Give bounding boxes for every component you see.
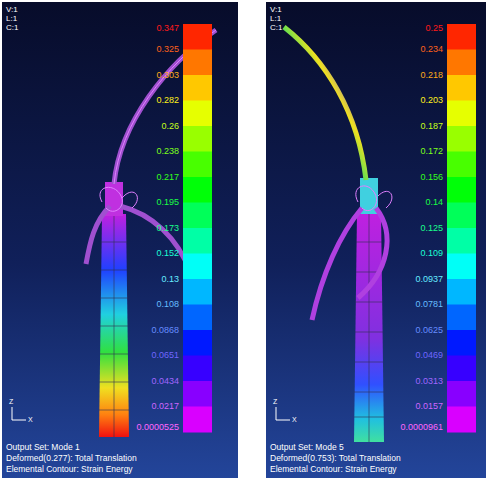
color-band — [183, 305, 212, 331]
scale-value: 0.0000961 — [400, 423, 443, 432]
scale-value: 0.0868 — [151, 326, 179, 335]
scale-value: 0.0157 — [415, 402, 443, 411]
color-band — [447, 356, 476, 382]
color-band — [447, 279, 476, 305]
color-band — [447, 75, 476, 101]
scale-value: 0.108 — [156, 300, 179, 309]
color-band — [447, 101, 476, 127]
output-info: Elemental Contour: Strain Energy — [6, 465, 133, 474]
color-band — [183, 126, 212, 152]
blades — [86, 30, 216, 272]
scale-value: 0.109 — [420, 249, 443, 258]
color-band — [183, 330, 212, 356]
scale-value: 0.0625 — [415, 326, 443, 335]
color-band — [447, 203, 476, 229]
scale-value: 0.173 — [156, 224, 179, 233]
scale-value: 0.152 — [156, 249, 179, 258]
scale-value: 0.303 — [156, 71, 179, 80]
axis-label: X — [28, 416, 33, 423]
color-band — [447, 50, 476, 76]
color-band — [447, 228, 476, 254]
output-info: Output Set: Mode 5 — [270, 443, 344, 452]
tower-mesh — [354, 212, 384, 442]
scale-value: 0.172 — [420, 147, 443, 156]
color-band — [183, 24, 212, 50]
view-info: C:1 — [6, 24, 18, 32]
color-band — [447, 407, 476, 433]
mode-shape-plot — [2, 2, 238, 478]
axis-triad — [12, 407, 26, 420]
color-band — [183, 50, 212, 76]
output-info: Output Set: Mode 1 — [6, 443, 80, 452]
scale-value: 0.195 — [156, 198, 179, 207]
view-info: V:1 — [6, 6, 18, 14]
scale-value: 0.26 — [161, 122, 179, 131]
tower-mesh — [99, 214, 129, 437]
color-band — [183, 381, 212, 407]
color-band — [183, 75, 212, 101]
color-band — [183, 152, 212, 178]
color-band — [447, 305, 476, 331]
scale-value: 0.347 — [156, 24, 179, 33]
color-band — [447, 330, 476, 356]
axis-label: Z — [9, 398, 13, 405]
result-panel: V:1L:1C:1 0.347 0.325 0.303 0.282 0.26 0.238 0.… — [2, 2, 238, 478]
output-info: Deformed(0.277): Total Translation — [6, 454, 137, 463]
tower — [99, 214, 129, 437]
axis-triad — [276, 407, 290, 420]
axis-label: Z — [273, 398, 277, 405]
scale-value: 0.187 — [420, 122, 443, 131]
view-info: L:1 — [270, 15, 281, 23]
scale-value: 0.0937 — [415, 275, 443, 284]
output-info: Elemental Contour: Strain Energy — [270, 465, 397, 474]
scale-value: 0.156 — [420, 173, 443, 182]
scale-value: 0.0217 — [151, 402, 179, 411]
color-band — [183, 356, 212, 382]
scale-value: 0.0781 — [415, 300, 443, 309]
view-info: L:1 — [6, 15, 17, 23]
axis-label: X — [292, 416, 297, 423]
color-band — [447, 152, 476, 178]
scale-value: 0.0313 — [415, 377, 443, 386]
color-band — [183, 407, 212, 433]
color-band — [447, 24, 476, 50]
color-band — [183, 228, 212, 254]
scale-value: 0.14 — [425, 198, 443, 207]
scale-value: 0.125 — [420, 224, 443, 233]
scale-value: 0.13 — [161, 275, 179, 284]
blades — [284, 27, 387, 320]
color-band — [447, 254, 476, 280]
scale-value: 0.325 — [156, 45, 179, 54]
scale-value: 0.203 — [420, 96, 443, 105]
scale-value: 0.238 — [156, 147, 179, 156]
scale-value: 0.218 — [420, 71, 443, 80]
color-band — [183, 177, 212, 203]
view-info: C:1 — [270, 24, 282, 32]
scale-value: 0.0469 — [415, 351, 443, 360]
color-band — [447, 381, 476, 407]
scale-value: 0.282 — [156, 96, 179, 105]
output-info: Deformed(0.753): Total Translation — [270, 454, 401, 463]
scale-value: 0.234 — [420, 45, 443, 54]
scale-value: 0.0651 — [151, 351, 179, 360]
color-band — [183, 254, 212, 280]
color-band — [447, 177, 476, 203]
color-band — [183, 203, 212, 229]
scale-value: 0.0000525 — [136, 423, 179, 432]
color-band — [183, 279, 212, 305]
blade-loops — [100, 30, 216, 211]
scale-value: 0.217 — [156, 173, 179, 182]
blade-loops — [356, 186, 392, 211]
view-info: V:1 — [270, 6, 282, 14]
result-panel: V:1L:1C:1 0.25 0.234 0.218 0.203 0.187 0.172 0.… — [266, 2, 486, 478]
color-band — [183, 101, 212, 127]
scale-value: 0.0434 — [151, 377, 179, 386]
mode-shape-plot — [266, 2, 486, 478]
scale-value: 0.25 — [425, 24, 443, 33]
color-band — [447, 126, 476, 152]
tower — [354, 212, 384, 442]
